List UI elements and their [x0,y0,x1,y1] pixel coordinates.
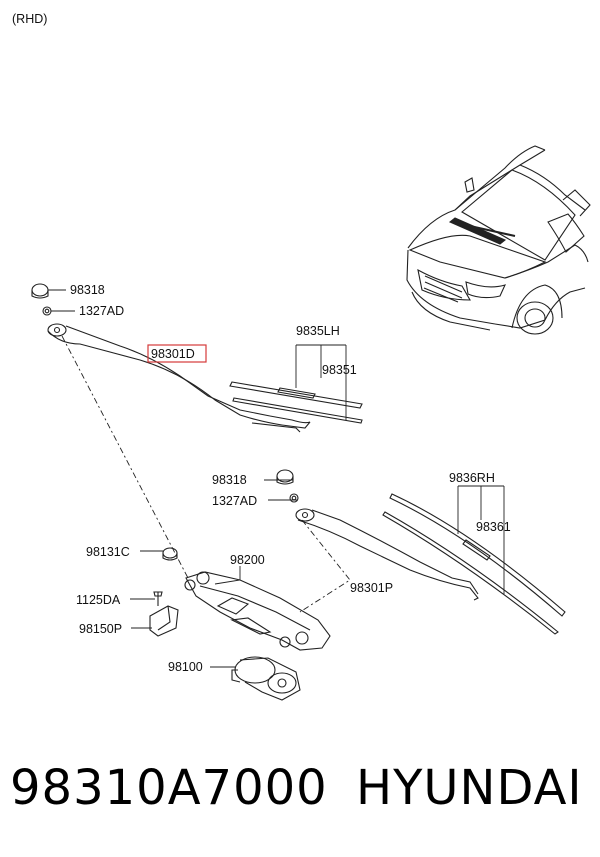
callout-1327ad-mid: 1327AD [212,494,257,508]
highlight-box [147,344,207,363]
footer-caption: 98310A7000 HYUNDAI [0,750,600,830]
callout-9836rh: 9836RH [449,471,495,485]
callout-98150p: 98150P [79,622,122,636]
callout-98200: 98200 [230,553,265,567]
callout-98301d: 98301D [151,347,195,361]
leader-lines [48,289,505,668]
callout-98351: 98351 [322,363,357,377]
variant-note: (RHD) [12,12,48,26]
callout-98100: 98100 [168,660,203,674]
callout-9835lh: 9835LH [296,324,340,338]
part-number: 98310A7000 [10,760,328,816]
callout-98131c: 98131C [86,545,130,559]
callout-1327ad-top: 1327AD [79,304,124,318]
right-wiper-blade [382,493,566,635]
car-illustration [406,145,591,335]
wiper-assembly-diagram: 98318 1327AD 98301D 9835LH 98351 98318 1… [31,145,591,701]
callout-98301p: 98301P [350,581,393,595]
callout-98361: 98361 [476,520,511,534]
right-wiper-arm [276,469,479,601]
dashed-guides [61,335,351,613]
callout-labels: 98318 1327AD 98301D 9835LH 98351 98318 1… [70,283,511,674]
callout-98318-top: 98318 [70,283,105,297]
left-wiper-blade [229,381,363,424]
callout-1125da: 1125DA [76,593,121,607]
callout-98318-mid: 98318 [212,473,247,487]
brand-name: HYUNDAI [356,760,583,816]
